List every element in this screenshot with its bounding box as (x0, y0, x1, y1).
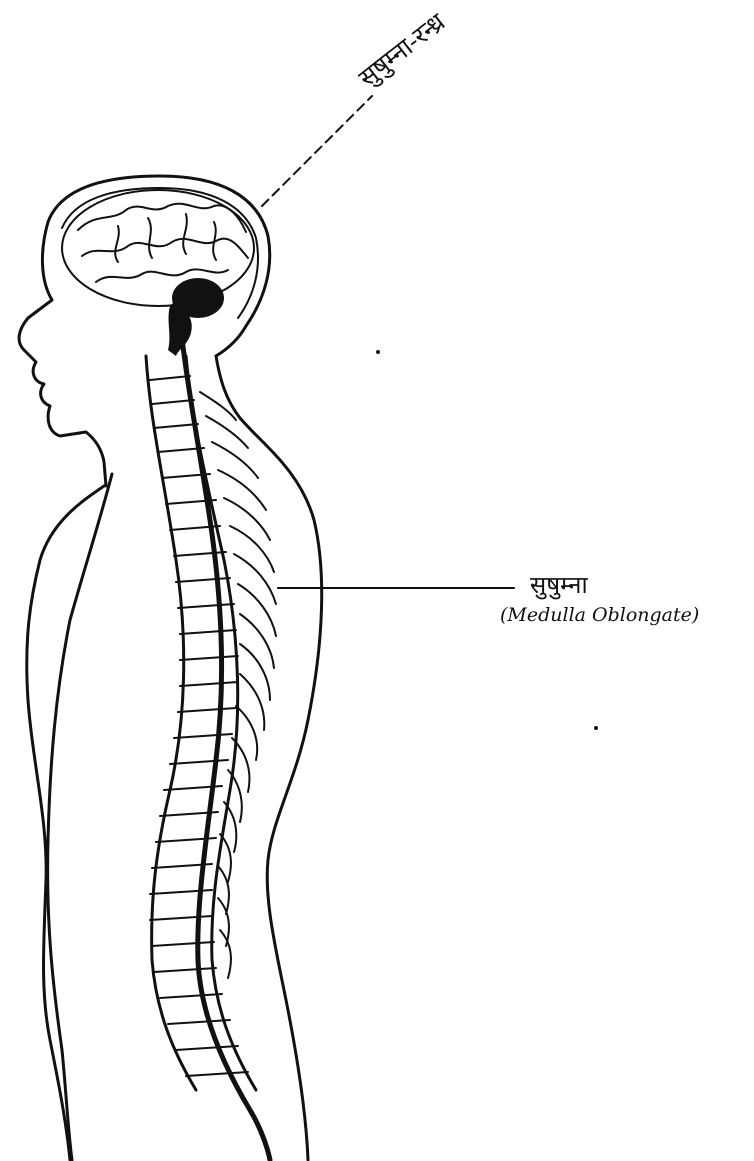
front-torso-outline (27, 486, 104, 1160)
sushumna-label: सुषुम्ना (530, 568, 588, 601)
spinal-column (146, 320, 276, 1160)
leader-line-top (262, 96, 372, 206)
brain (62, 190, 254, 356)
medulla-oblongata-label: (Medulla Oblongate) (500, 604, 699, 626)
skull-outline (48, 176, 270, 356)
head-face-profile (19, 222, 106, 486)
stray-mark-1 (376, 350, 380, 354)
stray-mark-2 (594, 726, 598, 730)
arm-outline (48, 474, 112, 1160)
